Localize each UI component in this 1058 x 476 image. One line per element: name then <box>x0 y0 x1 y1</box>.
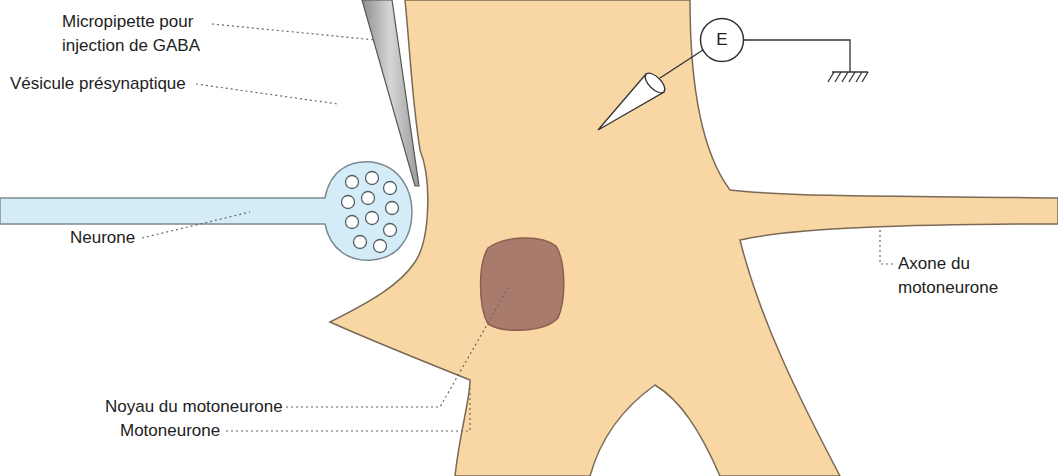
part-label: Axone du motoneurone <box>898 252 1010 300</box>
voltmeter-circle: E <box>699 17 745 63</box>
meter-letter: E <box>716 30 727 50</box>
part-label: Neurone <box>70 226 150 250</box>
motoneuron-body <box>330 0 1058 476</box>
micropipette <box>362 0 419 186</box>
part-label: Noyau du motoneurone <box>105 395 295 419</box>
nucleus <box>481 238 564 330</box>
presynaptic-axon <box>0 162 412 260</box>
synaptic-vesicles <box>342 172 399 253</box>
part-label: Micropipette pour injection de GABA <box>62 10 222 58</box>
part-label: Motoneurone <box>120 419 230 443</box>
leader-lines <box>142 24 893 431</box>
part-label: Vésicule présynaptique <box>10 72 210 96</box>
